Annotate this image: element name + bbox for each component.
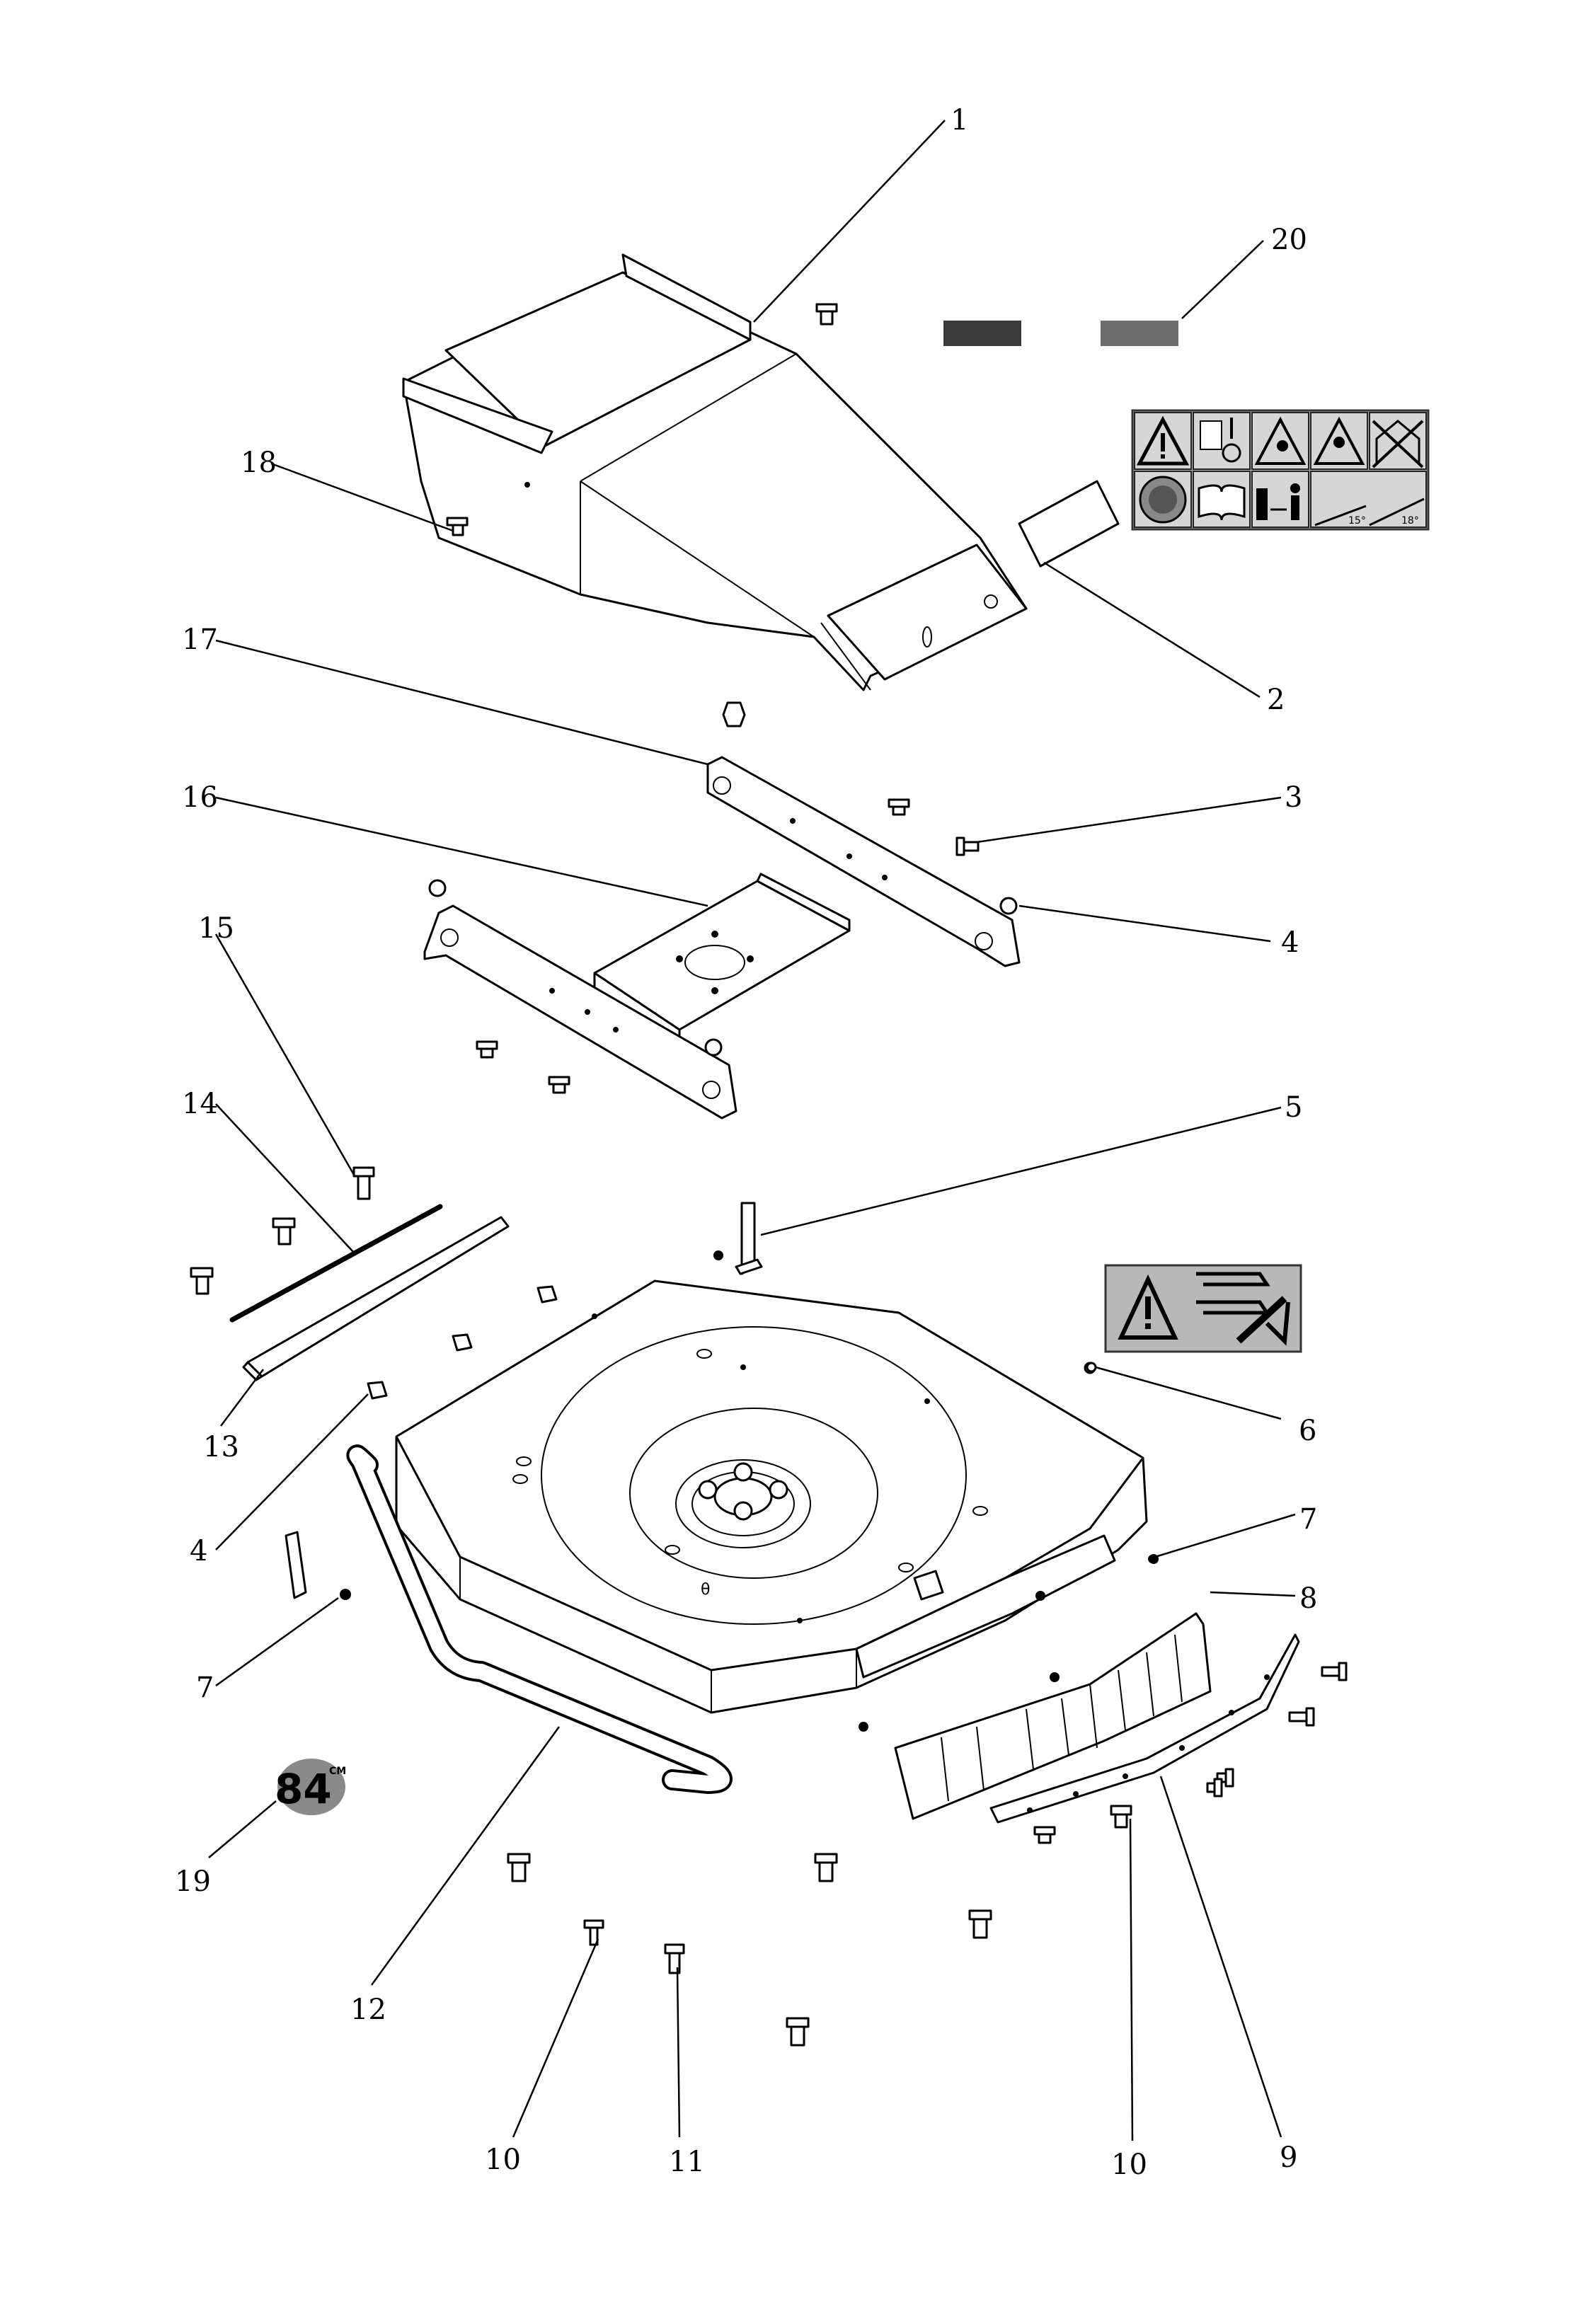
nut-icon [704,1038,723,1057]
engine-cover [402,253,1028,691]
no-entry-icon [1372,420,1424,468]
bumper-12 [346,1444,733,1794]
bolt-icon [968,1909,992,1939]
manual-book-icon [1198,484,1246,521]
slope-15-icon: 15° [1314,505,1367,527]
bolt-icon [815,303,838,326]
callout-6: 6 [1299,1415,1316,1447]
bolt-icon [272,1217,296,1246]
callout-10-left: 10 [485,2144,521,2176]
bolt-icon [476,1040,498,1059]
callout-10-right: 10 [1111,2148,1147,2181]
bracket-left [285,1531,307,1599]
flap-8 [894,1612,1212,1820]
slope-18-icon: 18° [1369,497,1425,527]
callout-16: 16 [182,781,218,814]
callout-1: 1 [951,104,968,137]
bolt-icon [507,1853,531,1882]
retainer-9 [989,1633,1300,1824]
callout-5: 5 [1285,1091,1302,1124]
callout-labels: 1 20 18 2 17 3 16 4 15 5 14 13 6 4 7 7 8… [175,104,1317,2181]
bolt-icon [888,798,910,816]
callout-14: 14 [182,1088,218,1120]
callout-19: 19 [175,1865,211,1898]
frame-bracket-lower [423,904,737,1120]
motor-plate-16 [593,873,851,1049]
badge-size: 84 [275,1765,332,1813]
callout-11: 11 [669,2146,705,2178]
slope-left-label: 15° [1348,515,1366,527]
decal-strips-20 [943,321,1178,346]
bolt-icon [955,836,980,856]
callout-2: 2 [1267,684,1285,716]
screw-7 [1148,1555,1156,1563]
hand-blade-warning-icon [1196,1272,1290,1346]
frame-bracket-17 [706,756,1021,967]
bolt-icon [1206,1778,1223,1797]
bolt-icon [814,1853,838,1882]
bracket-5 [735,1202,763,1275]
callout-17: 17 [182,623,218,656]
callout-3: 3 [1285,781,1302,814]
bolt-icon [352,1166,375,1200]
blade-warning-decal [1104,1264,1302,1353]
callout-13: 13 [203,1431,239,1463]
svg-text:θ: θ [701,1581,710,1599]
callout-7-left: 7 [196,1672,214,1704]
keep-children-away-icon [1313,416,1365,465]
bolt-icon [583,1919,604,1946]
ear-protection-icon [1139,476,1187,524]
badge-unit: CM [329,1766,346,1777]
bolt-icon [1288,1707,1315,1727]
callout-12: 12 [350,1994,386,2026]
keep-distance-icon [1256,483,1300,520]
size-badge-19: 84 CM [275,1759,346,1815]
rail-13 [242,1216,510,1381]
blank-label [1018,480,1120,568]
nut-icon [452,1333,473,1352]
bolt-icon [1321,1662,1348,1681]
callout-18: 18 [241,447,277,479]
callout-4-upper: 4 [1281,926,1299,959]
callout-20: 20 [1271,224,1307,256]
mower-deck: θ [395,1279,1148,1732]
bolt-icon [1033,1826,1056,1844]
nut-icon [536,1285,558,1304]
hardware-group [190,303,1348,2047]
thrown-objects-icon [1254,416,1307,465]
nut-icon [722,701,746,727]
slope-right-label: 18° [1401,515,1419,527]
safety-decal-2: 15° 18° [1131,409,1430,531]
callout-7-right: 7 [1299,1503,1317,1536]
bolt-icon [548,1076,570,1094]
bolt-icon [446,517,469,536]
screw-6 [1086,1362,1097,1373]
callout-9: 9 [1280,2141,1297,2174]
leader-lines [208,120,1296,2141]
rod-14 [229,1204,443,1323]
read-manual-icon [1200,418,1241,463]
bolt-icon [786,2017,810,2047]
warning-triangle-icon [1136,415,1190,466]
bolt-icon [1110,1805,1132,1829]
nut-icon [367,1381,388,1400]
callout-4-lower: 4 [190,1535,207,1567]
callout-8: 8 [1299,1582,1317,1615]
nut-icon [999,897,1018,915]
bolt-icon [664,1943,685,1974]
bolt-icon [190,1267,214,1295]
nut-icon [428,879,447,897]
callout-15: 15 [198,912,234,945]
warning-triangle-icon [1118,1274,1178,1340]
